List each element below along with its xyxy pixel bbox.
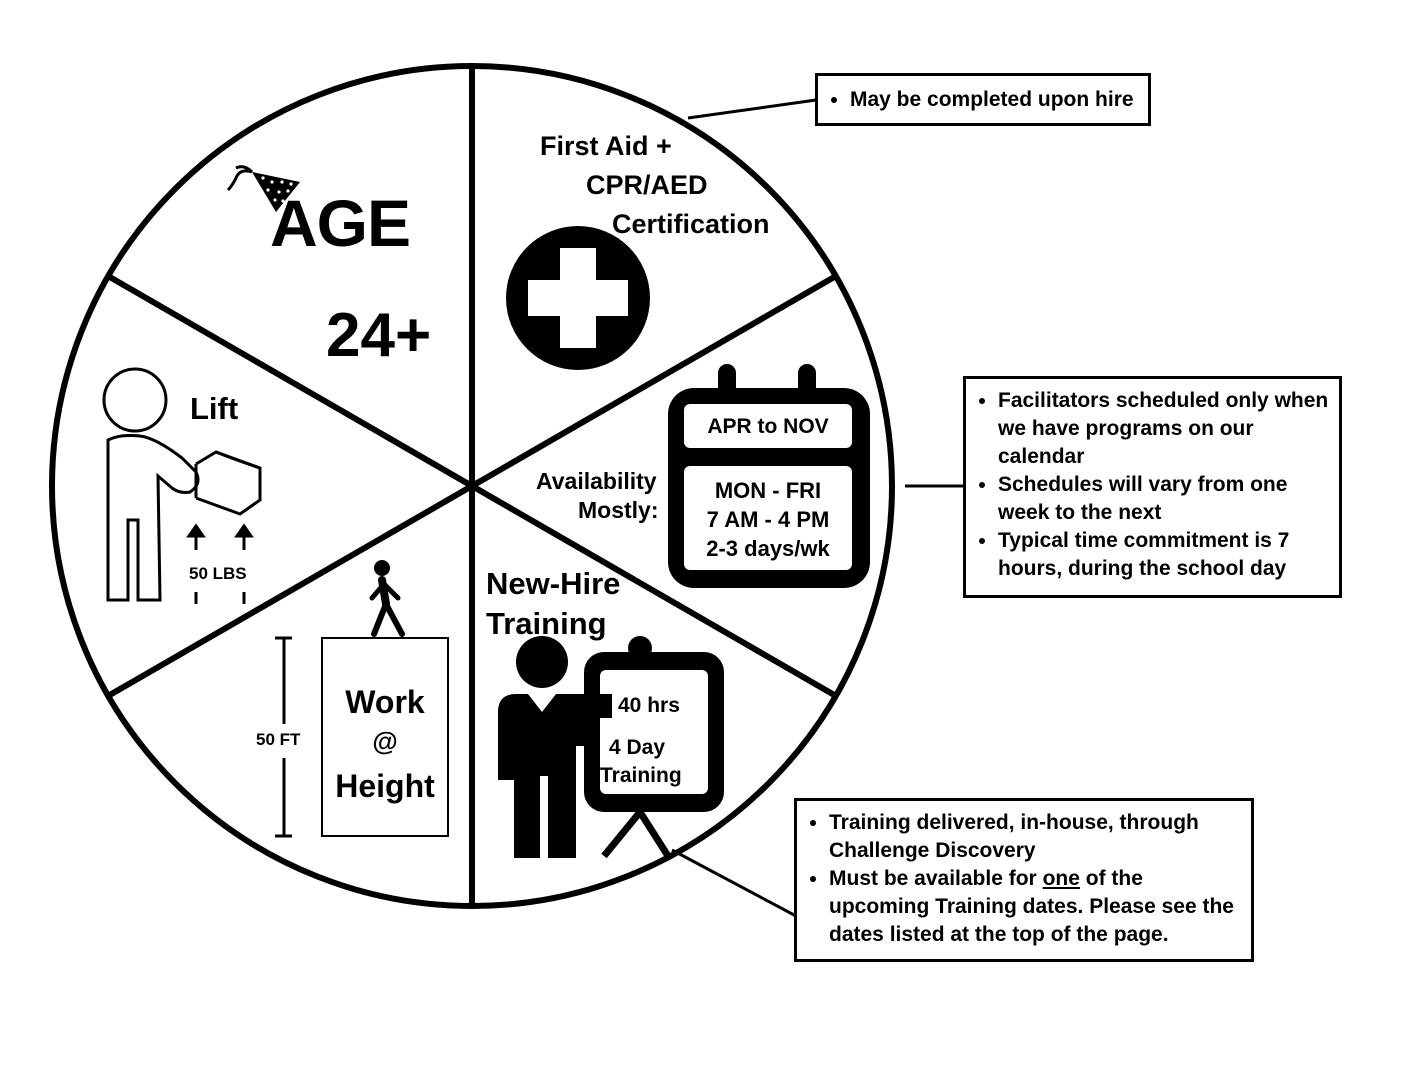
- note-training-item: Must be available for one of the upcomin…: [829, 865, 1243, 949]
- presenter-training-icon: [498, 636, 724, 859]
- calendar-days: MON - FRI: [714, 478, 822, 503]
- note-availability-item: Schedules will vary from one week to the…: [998, 471, 1331, 527]
- lift-label: Lift: [190, 391, 239, 426]
- height-line2: @: [372, 726, 398, 756]
- training-days-line2: Training: [600, 764, 682, 787]
- age-value: 24+: [326, 301, 432, 370]
- calendar-months: APR to NOV: [707, 415, 829, 438]
- calendar-hours: 7 AM - 4 PM: [706, 507, 830, 532]
- lift-arrows-icon: [186, 523, 254, 604]
- divider-lower-left: [106, 483, 474, 699]
- first-aid-line2: CPR/AED: [586, 170, 708, 200]
- note-availability-item: Typical time commitment is 7 hours, duri…: [998, 527, 1331, 583]
- note-connectors: [671, 98, 963, 918]
- wheel-dividers: [106, 66, 838, 906]
- note-training-item-emphasis: one: [1042, 867, 1080, 890]
- party-hat-icon: [226, 165, 300, 212]
- note-training: Training delivered, in-house, through Ch…: [794, 798, 1254, 962]
- height-line1: Work: [345, 684, 425, 720]
- note-training-item: Training delivered, in-house, through Ch…: [829, 809, 1243, 865]
- connector-training: [671, 848, 797, 918]
- walking-person-icon: [369, 560, 405, 637]
- first-aid-line1: First Aid +: [540, 131, 672, 161]
- training-hours: 40 hrs: [618, 694, 680, 717]
- age-label: AGE: [270, 186, 411, 260]
- divider-lower-right: [470, 483, 838, 699]
- first-aid-cross-icon: [506, 226, 650, 370]
- note-training-item-text: Must be available for: [829, 867, 1043, 890]
- person-lifting-icon: [102, 367, 262, 602]
- note-first-aid-item: May be completed upon hire: [850, 86, 1140, 114]
- note-availability: Facilitators scheduled only when we have…: [963, 376, 1342, 598]
- lift-weight: 50 LBS: [189, 564, 247, 583]
- training-title-line1: New-Hire: [486, 566, 621, 601]
- calendar-frequency: 2-3 days/wk: [706, 536, 830, 561]
- height-measure-icon: [275, 636, 292, 838]
- calendar-icon: [668, 364, 870, 588]
- training-days-line1: 4 Day: [608, 736, 666, 759]
- divider-upper-right: [470, 273, 838, 489]
- height-box: [321, 637, 449, 837]
- note-availability-item: Facilitators scheduled only when we have…: [998, 387, 1331, 471]
- note-training-item-text-end: of the upcoming Training dates. Please s…: [829, 867, 1234, 946]
- divider-upper-left: [106, 273, 474, 489]
- height-measure-label: 50 FT: [256, 730, 301, 749]
- training-title-line2: Training: [486, 606, 607, 641]
- height-line3: Height: [335, 768, 435, 804]
- availability-label: Availability: [536, 468, 657, 494]
- first-aid-line3: Certification: [612, 209, 770, 239]
- connector-first-aid: [687, 98, 817, 120]
- availability-mostly-label: Mostly:: [578, 497, 659, 523]
- note-first-aid: May be completed upon hire: [815, 73, 1151, 126]
